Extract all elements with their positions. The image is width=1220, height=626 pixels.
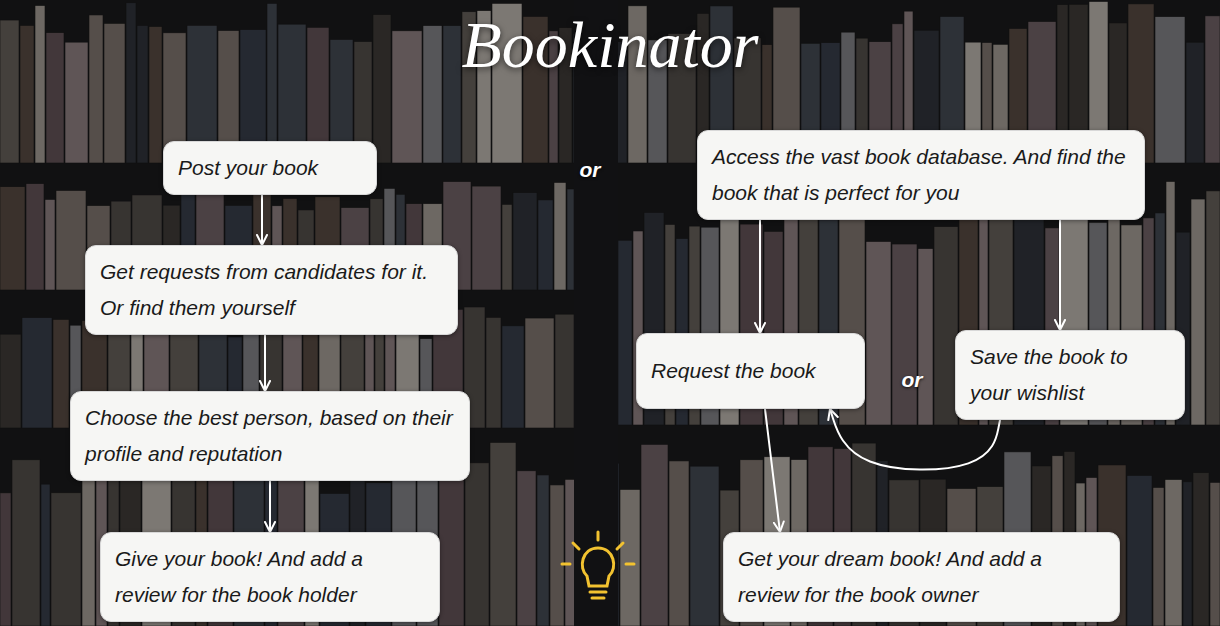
box-text: Get requests from candidates for it. Or … [100, 254, 443, 326]
box-text: Choose the best person, based on their p… [85, 400, 455, 472]
lightbulb-base [590, 592, 606, 598]
flow-arrow [269, 481, 271, 532]
shelf-divider [574, 0, 618, 626]
box-text: Post your book [178, 150, 362, 186]
flow-arrow [261, 195, 263, 245]
title: Bookinator [0, 2, 1220, 88]
process-box: Choose the best person, based on their p… [70, 391, 470, 481]
lightbulb-icon [562, 532, 634, 598]
flow-arrow [765, 409, 780, 532]
lightbulb-rays [562, 532, 634, 564]
box-text: Access the vast book database. And find … [712, 139, 1130, 211]
process-box: Post your book [163, 141, 377, 195]
process-box: Get requests from candidates for it. Or … [85, 245, 458, 335]
or-label: or [580, 157, 601, 183]
box-text: Request the book [651, 353, 850, 389]
box-text: Save the book to your wishlist [970, 339, 1170, 411]
process-box: Give your book! And add a review for the… [100, 532, 440, 622]
box-text: Give your book! And add a review for the… [115, 541, 425, 613]
process-box: Get your dream book! And add a review fo… [723, 532, 1120, 622]
flow-arrow [264, 335, 266, 391]
flow-arrow [1059, 220, 1061, 330]
process-box: Request the book [636, 333, 865, 409]
process-box: Save the book to your wishlist [955, 330, 1185, 420]
box-text: Get your dream book! And add a review fo… [738, 541, 1105, 613]
process-box: Access the vast book database. And find … [697, 130, 1145, 220]
or-label: or [902, 367, 923, 393]
lightbulb-bulb [582, 548, 613, 586]
flow-arrow [759, 220, 761, 333]
